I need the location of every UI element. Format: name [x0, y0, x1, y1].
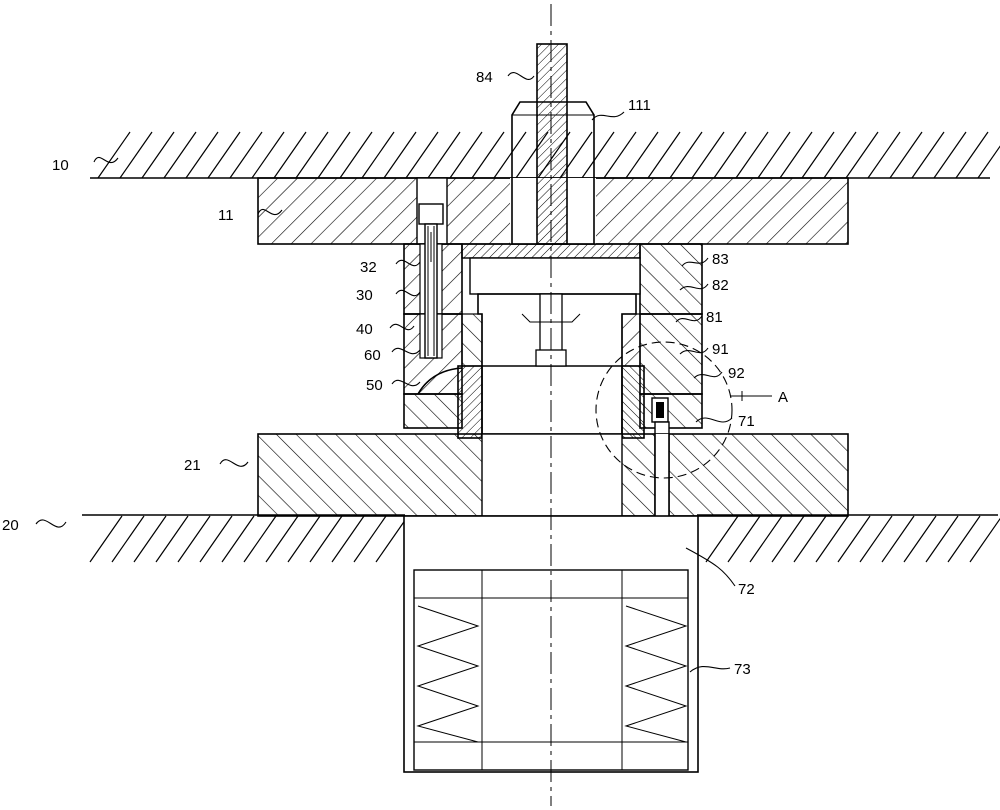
upper-frame-10 [90, 131, 1000, 179]
die-block-right [621, 313, 703, 395]
label-91: 91 [712, 341, 729, 358]
label-50: 50 [366, 377, 383, 394]
inner-block-81 [477, 293, 637, 367]
label-83: 83 [712, 251, 729, 268]
label-11: 11 [218, 207, 234, 224]
label-84: 84 [476, 69, 493, 86]
label-32: 32 [360, 259, 377, 276]
label-71: 71 [738, 413, 755, 430]
label-10: 10 [52, 157, 69, 174]
punch-60 [457, 365, 645, 439]
label-92: 92 [728, 365, 745, 382]
label-30: 30 [356, 287, 373, 304]
stripper-plate-50 [403, 367, 703, 429]
label-A: A [778, 389, 788, 406]
bolt-32 [418, 203, 444, 359]
label-81: 81 [706, 309, 723, 326]
label-82: 82 [712, 277, 729, 294]
label-20: 20 [2, 517, 19, 534]
label-21: 21 [184, 457, 201, 474]
label-40: 40 [356, 321, 373, 338]
holder-83 [639, 243, 703, 315]
label-111: 111 [628, 97, 651, 114]
label-72: 72 [738, 581, 755, 598]
rod-84 [536, 43, 568, 245]
reference-labels: 10 11 20 21 32 30 40 60 50 84 111 83 82 … [2, 69, 788, 678]
label-73: 73 [734, 661, 751, 678]
label-60: 60 [364, 347, 381, 364]
lower-plate-21 [257, 433, 849, 517]
leader-lines [35, 72, 736, 673]
detail-circle-a [595, 341, 772, 479]
ejector-pin-71 [651, 397, 669, 423]
